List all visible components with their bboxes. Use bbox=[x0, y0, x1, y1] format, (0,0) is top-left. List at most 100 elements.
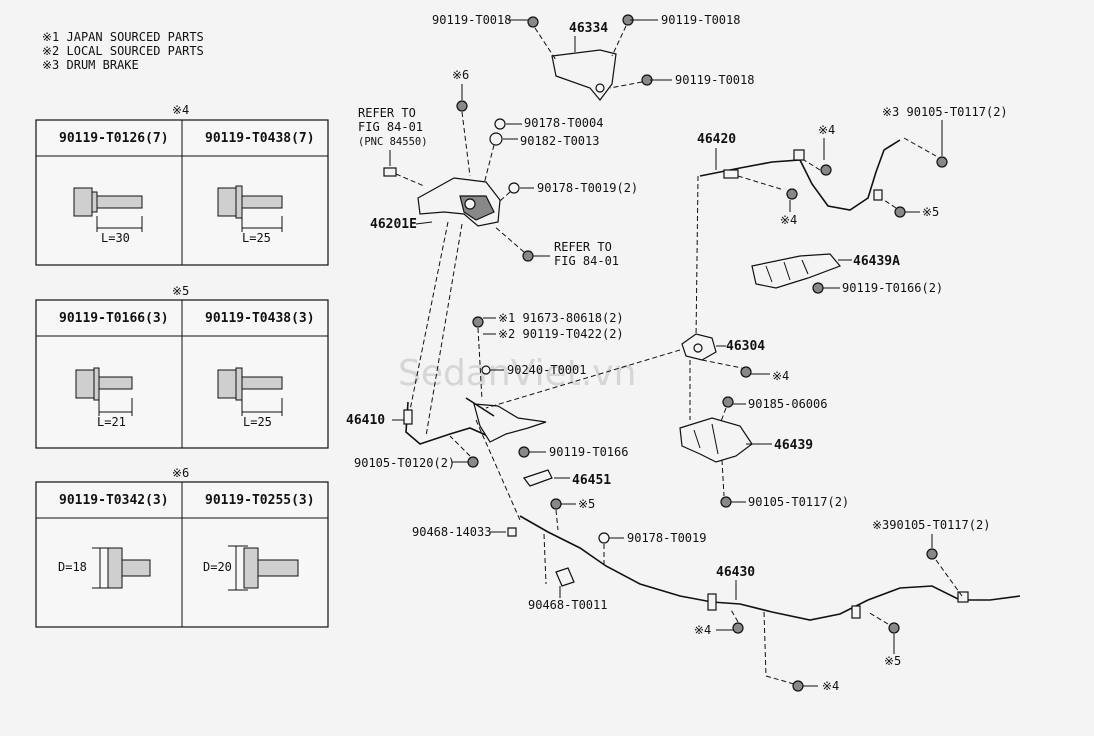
bolt-icon bbox=[888, 622, 900, 634]
bolt-dimension: D=18 bbox=[58, 560, 87, 574]
bolt-icon bbox=[527, 16, 539, 28]
callout-mark4: ※4 bbox=[822, 679, 839, 693]
callout-mark5: ※5 bbox=[578, 497, 595, 511]
cable-bracket-46304 bbox=[681, 333, 717, 361]
callout-46420: 46420 bbox=[697, 132, 736, 147]
bolt-dimension: D=20 bbox=[203, 560, 232, 574]
callout-mark4: ※4 bbox=[780, 213, 797, 227]
bolt-icon bbox=[894, 206, 906, 218]
bolt-icon bbox=[518, 446, 530, 458]
heat-insulator-46439 bbox=[679, 417, 753, 463]
refer-to-label: FIG 84-01 bbox=[554, 254, 619, 268]
flange-bolt-icon bbox=[75, 367, 133, 416]
bolt-icon bbox=[936, 156, 948, 168]
callout-90105-T0117: ※390105-T0117(2) bbox=[872, 518, 990, 532]
rear-cable-46420 bbox=[699, 139, 901, 211]
callout-mark5: ※5 bbox=[884, 654, 901, 668]
notes-legend: ※1 JAPAN SOURCED PARTS ※2 LOCAL SOURCED … bbox=[42, 30, 204, 72]
callout-46304: 46304 bbox=[726, 339, 765, 354]
callout-90105-T0117: 90105-T0117(2) bbox=[748, 495, 849, 509]
table-part-number: 90119-T0166(3) bbox=[59, 311, 169, 326]
bolt-icon bbox=[820, 164, 832, 176]
callout-90105-T0120: 90105-T0120(2) bbox=[354, 456, 455, 470]
callout-91673-80618: ※1 91673-80618(2) bbox=[498, 311, 624, 325]
callout-90119-T0422: ※2 90119-T0422(2) bbox=[498, 327, 624, 341]
table-part-number: 90119-T0126(7) bbox=[59, 131, 169, 146]
table-part-number: 90119-T0438(7) bbox=[205, 131, 315, 146]
callout-46439A: 46439A bbox=[853, 254, 900, 269]
heat-insulator-46439A bbox=[751, 253, 842, 289]
bolt-dimension: L=25 bbox=[243, 415, 272, 429]
callout-46201E: 46201E bbox=[370, 217, 417, 232]
callout-90119-T0166: 90119-T0166(2) bbox=[842, 281, 943, 295]
bolt-icon bbox=[456, 100, 468, 112]
callout-46334: 46334 bbox=[569, 21, 608, 36]
bolt-icon bbox=[732, 622, 744, 634]
bolt-icon bbox=[522, 250, 534, 262]
flange-bolt-icon bbox=[73, 187, 143, 232]
callout-90119-T0018: 90119-T0018 bbox=[661, 13, 740, 27]
refer-to-label: FIG 84-01 bbox=[358, 120, 423, 134]
bolt-table-mark6: ※6 90119-T0342(3) 90119-T0255(3) D=18 D=… bbox=[35, 466, 329, 628]
callout-mark5: ※5 bbox=[922, 205, 939, 219]
front-cable-46410 bbox=[403, 401, 489, 445]
clip-icon bbox=[555, 567, 575, 587]
table-part-number: 90119-T0438(3) bbox=[205, 311, 315, 326]
callout-46430: 46430 bbox=[716, 565, 755, 580]
callout-90119-T0166: 90119-T0166 bbox=[549, 445, 628, 459]
pin-icon bbox=[481, 365, 491, 375]
table-mark: ※4 bbox=[172, 103, 189, 117]
stud-bolt-icon bbox=[228, 545, 299, 591]
callout-90178-T0019: 90178-T0019 bbox=[627, 531, 706, 545]
bracket-46334 bbox=[551, 49, 617, 101]
callout-90119-T0018: 90119-T0018 bbox=[432, 13, 511, 27]
watermark: SedanViet.vn bbox=[398, 353, 636, 394]
nut-icon bbox=[489, 132, 503, 146]
callout-46451: 46451 bbox=[572, 473, 611, 488]
callout-46439: 46439 bbox=[774, 438, 813, 453]
callout-mark4: ※4 bbox=[772, 369, 789, 383]
bolt-table-mark5: ※5 90119-T0166(3) 90119-T0438(3) L=21 L=… bbox=[35, 284, 329, 449]
bolt-icon bbox=[467, 456, 479, 468]
nut-icon bbox=[508, 182, 520, 194]
bolt-icon bbox=[550, 498, 562, 510]
table-mark: ※5 bbox=[172, 284, 189, 298]
bolt-icon bbox=[786, 188, 798, 200]
clip-icon bbox=[598, 532, 610, 544]
bolt-table-mark4: ※4 90119-T0126(7) 90119-T0438(7) L=30 L=… bbox=[35, 103, 329, 266]
clip-icon bbox=[507, 527, 517, 537]
bolt-dimension: L=25 bbox=[242, 231, 271, 245]
refer-to-label: REFER TO bbox=[358, 106, 416, 120]
bolt-icon bbox=[740, 366, 752, 378]
callout-90468-T0011: 90468-T0011 bbox=[528, 598, 607, 612]
callout-90119-T0018: 90119-T0018 bbox=[675, 73, 754, 87]
callout-90468-14033: 90468-14033 bbox=[412, 525, 491, 539]
nut-icon bbox=[722, 396, 734, 408]
bolt-icon bbox=[926, 548, 938, 560]
callout-mark4: ※4 bbox=[818, 123, 835, 137]
cable-guide-46451 bbox=[523, 469, 553, 487]
callout-90182-T0013: 90182-T0013 bbox=[520, 134, 599, 148]
bolt-icon bbox=[720, 496, 732, 508]
callout-90185-06006: 90185-06006 bbox=[748, 397, 827, 411]
flange-bolt-washer-icon bbox=[217, 185, 283, 232]
rear-cable-46430 bbox=[519, 515, 1021, 621]
table-part-number: 90119-T0342(3) bbox=[59, 493, 169, 508]
callout-46410: 46410 bbox=[346, 413, 385, 428]
flange-bolt-washer-icon bbox=[217, 367, 283, 416]
note-japan-sourced: ※1 JAPAN SOURCED PARTS bbox=[42, 30, 204, 44]
callout-90178-T0019: 90178-T0019(2) bbox=[537, 181, 638, 195]
bolt-icon bbox=[472, 316, 484, 328]
clip-icon bbox=[494, 118, 506, 130]
equalizer-bracket bbox=[465, 397, 547, 443]
table-mark: ※6 bbox=[172, 466, 189, 480]
callout-90105-T0117: ※3 90105-T0117(2) bbox=[882, 105, 1008, 119]
connector-icon bbox=[383, 167, 397, 177]
bolt-dimension: L=21 bbox=[97, 415, 126, 429]
bolt-dimension: L=30 bbox=[101, 231, 130, 245]
stud-bolt-icon bbox=[92, 547, 151, 589]
parking-brake-lever bbox=[417, 177, 501, 227]
refer-to-label: REFER TO bbox=[554, 240, 612, 254]
table-part-number: 90119-T0255(3) bbox=[205, 493, 315, 508]
